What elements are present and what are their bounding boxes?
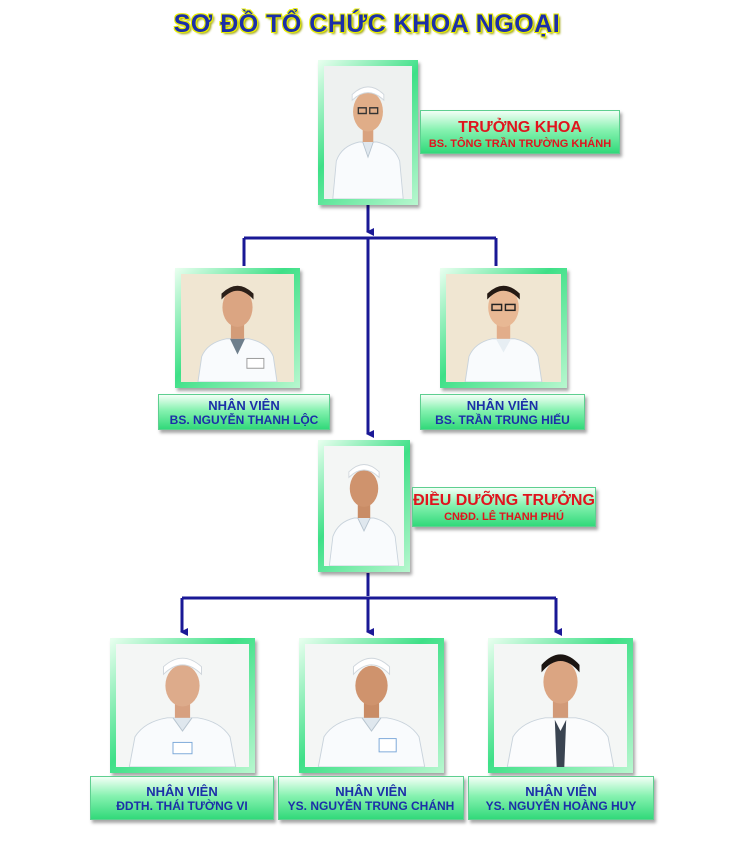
deputy-left-photo bbox=[175, 268, 300, 388]
staff-1-role: NHÂN VIÊN bbox=[146, 784, 218, 799]
deputy-right-namebox: NHÂN VIÊN BS. TRẦN TRUNG HIẾU bbox=[420, 394, 585, 430]
person-photo-icon bbox=[305, 644, 438, 767]
nurse-head-photo bbox=[318, 440, 410, 572]
deputy-right-photo bbox=[440, 268, 567, 388]
staff-1-namebox: NHÂN VIÊN ĐDTH. THÁI TƯỜNG VI bbox=[90, 776, 274, 820]
chart-title: SƠ ĐỒ TỔ CHỨC KHOA NGOẠI bbox=[173, 10, 561, 38]
person-photo-icon bbox=[324, 446, 404, 566]
deputy-left-namebox: NHÂN VIÊN BS. NGUYỄN THANH LỘC bbox=[158, 394, 330, 430]
nurse-head-namebox: ĐIỀU DƯỠNG TRƯỞNG CNĐD. LÊ THANH PHÚ bbox=[412, 487, 596, 527]
staff-1-photo bbox=[110, 638, 255, 773]
head-name: BS. TÔNG TRẦN TRƯỜNG KHÁNH bbox=[428, 138, 612, 150]
staff-3-role: NHÂN VIÊN bbox=[525, 784, 597, 799]
deputy-right-role: NHÂN VIÊN bbox=[466, 398, 539, 413]
staff-2-namebox: NHÂN VIÊN YS. NGUYỄN TRUNG CHÁNH bbox=[278, 776, 464, 820]
person-photo-icon bbox=[446, 274, 561, 382]
staff-3-name: YS. NGUYỄN HOÀNG HUY bbox=[485, 799, 637, 813]
person-photo-icon bbox=[116, 644, 249, 767]
person-photo-icon bbox=[494, 644, 627, 767]
staff-3-namebox: NHÂN VIÊN YS. NGUYỄN HOÀNG HUY bbox=[468, 776, 654, 820]
staff-3-photo bbox=[488, 638, 633, 773]
head-role: TRƯỞNG KHOA bbox=[458, 119, 582, 136]
nurse-head-role: ĐIỀU DƯỠNG TRƯỞNG bbox=[413, 492, 595, 509]
staff-2-name: YS. NGUYỄN TRUNG CHÁNH bbox=[287, 799, 455, 813]
staff-2-photo bbox=[299, 638, 444, 773]
person-photo-icon bbox=[324, 66, 412, 199]
deputy-left-role: NHÂN VIÊN bbox=[208, 398, 280, 413]
person-photo-icon bbox=[181, 274, 294, 382]
head-photo bbox=[318, 60, 418, 205]
staff-2-role: NHÂN VIÊN bbox=[335, 784, 407, 799]
head-namebox: TRƯỞNG KHOA BS. TÔNG TRẦN TRƯỜNG KHÁNH bbox=[420, 110, 620, 154]
deputy-right-name: BS. TRẦN TRUNG HIẾU bbox=[435, 413, 570, 427]
nurse-head-name: CNĐD. LÊ THANH PHÚ bbox=[444, 511, 564, 523]
deputy-left-name: BS. NGUYỄN THANH LỘC bbox=[169, 413, 319, 427]
staff-1-name: ĐDTH. THÁI TƯỜNG VI bbox=[116, 799, 248, 813]
